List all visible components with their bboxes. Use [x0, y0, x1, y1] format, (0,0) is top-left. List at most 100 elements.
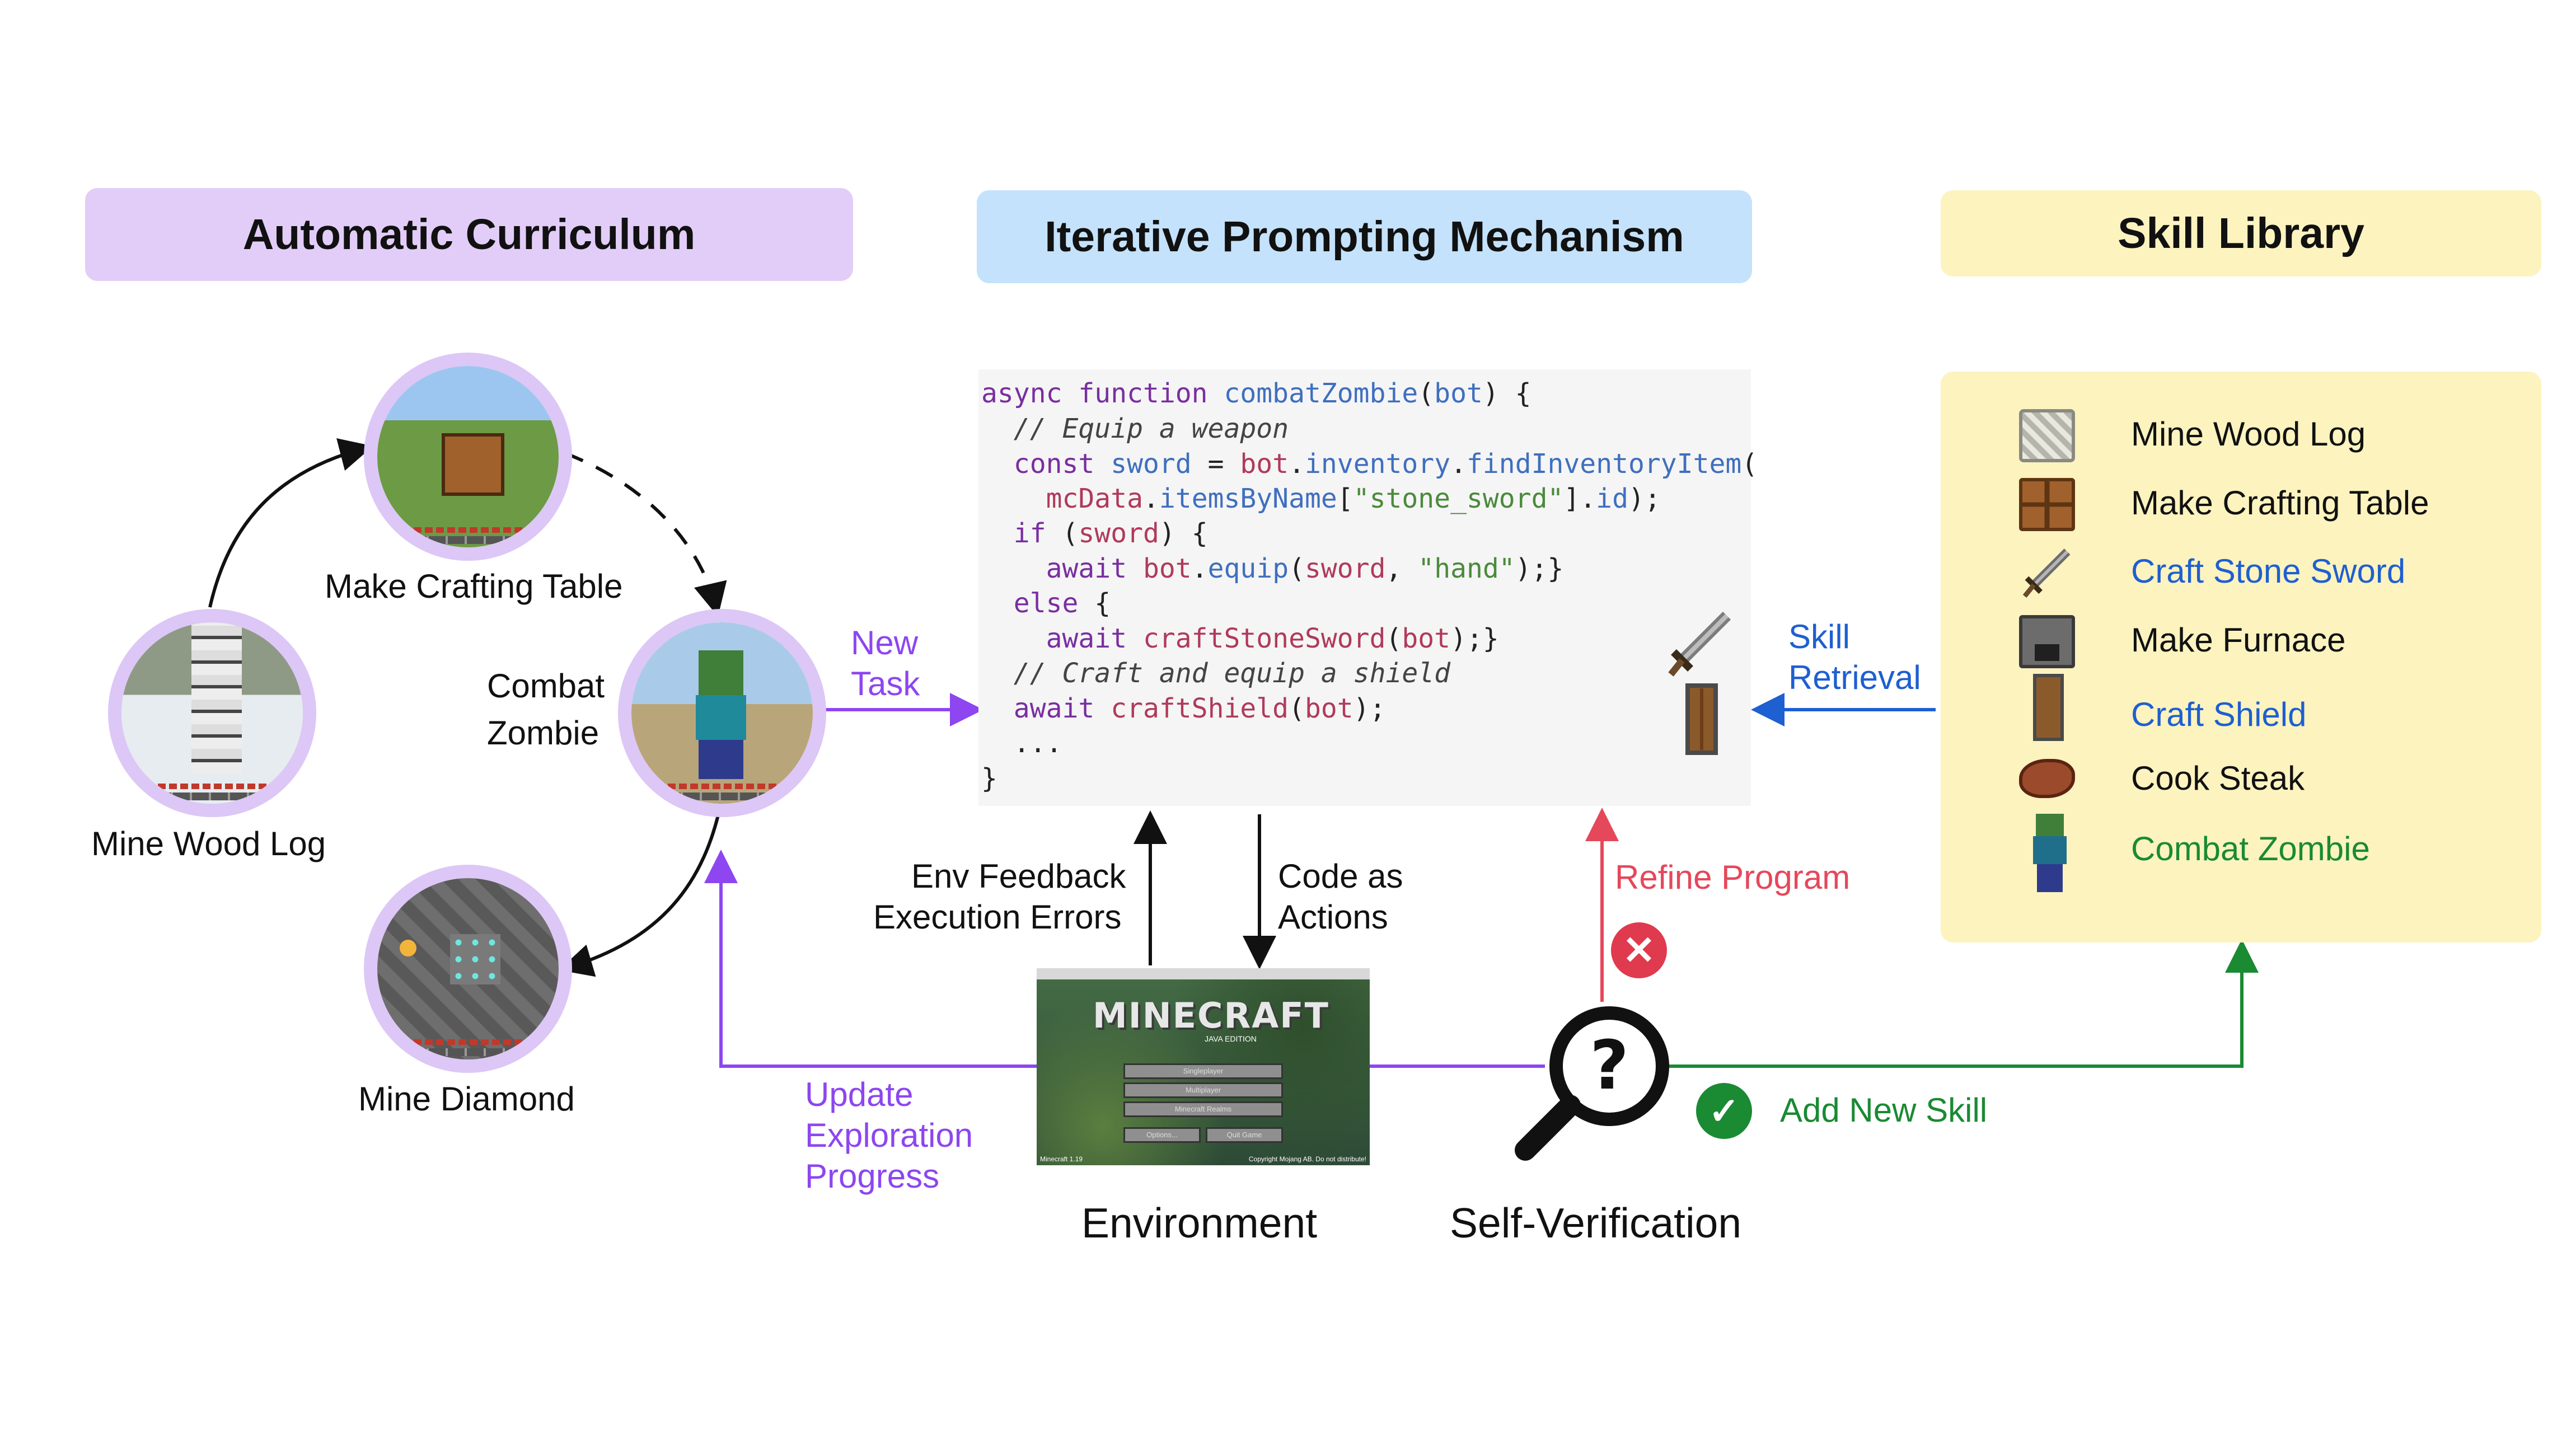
header-skill-library-text: Skill Library — [2118, 209, 2364, 257]
code-token: { — [1094, 588, 1111, 619]
skill-label: Make Furnace — [2131, 621, 2346, 659]
node-mine-diamond — [364, 865, 572, 1073]
code-token: . — [1289, 448, 1305, 480]
quit-button[interactable]: Quit Game — [1206, 1127, 1283, 1143]
skill-label: Craft Stone Sword — [2131, 552, 2406, 590]
code-token: itemsByName — [1159, 483, 1337, 514]
label-update-1: Update — [805, 1076, 914, 1113]
code-line: } — [981, 761, 997, 797]
code-token: . — [1142, 483, 1159, 514]
skill-label: Combat Zombie — [2131, 830, 2370, 867]
label-add-new-skill: Add New Skill — [1780, 1091, 1988, 1129]
label-skill-retrieval-1: Skill — [1788, 618, 1851, 655]
code-token: await — [981, 623, 1143, 654]
skill-label: Cook Steak — [2131, 759, 2305, 797]
stone-sword-icon — [2022, 548, 2071, 598]
code-token: } — [981, 763, 997, 794]
label-new-task-1: New — [851, 624, 919, 662]
version-label: Minecraft 1.19 — [1040, 1155, 1083, 1163]
skill-label: Craft Shield — [2131, 696, 2307, 733]
skill-label: Make Crafting Table — [2131, 484, 2429, 522]
window-titlebar — [1037, 968, 1370, 979]
code-token: await — [981, 553, 1143, 584]
arrow-wood-to-table — [208, 438, 373, 608]
multiplayer-button[interactable]: Multiplayer — [1123, 1082, 1283, 1098]
code-line: const sword = bot.inventory.findInventor… — [981, 447, 1758, 482]
label-make-crafting-table: Make Crafting Table — [325, 568, 623, 605]
furnace-icon — [2019, 615, 2075, 668]
code-token: [ — [1337, 483, 1353, 514]
code-token: equip — [1207, 553, 1289, 584]
code-line: async function combatZombie(bot) { — [981, 376, 1531, 412]
code-token: async — [981, 378, 1079, 409]
node-combat-zombie — [618, 609, 826, 817]
realms-button[interactable]: Minecraft Realms — [1123, 1101, 1283, 1117]
skill-item-craft-shield: Craft Shield — [1941, 668, 2541, 752]
skill-item-make-furnace: Make Furnace — [1941, 609, 2541, 671]
code-token: ); — [1628, 483, 1661, 514]
code-token: ) { — [1159, 518, 1208, 549]
code-line: // Equip a weapon — [981, 411, 1289, 447]
label-env-feedback-2: Execution Errors — [873, 898, 1122, 936]
code-token: "hand" — [1418, 553, 1515, 584]
header-automatic-curriculum: Automatic Curriculum — [85, 188, 853, 281]
options-button[interactable]: Options... — [1123, 1127, 1201, 1143]
shield-icon — [1685, 683, 1718, 755]
code-token: function — [1078, 378, 1224, 409]
error-x-icon: ✕ — [1611, 922, 1667, 978]
code-token: . — [1191, 553, 1208, 584]
mine-diamond-scene — [377, 878, 559, 1059]
code-line: ... — [981, 726, 1062, 762]
code-token: , — [1385, 553, 1418, 584]
crafting-table-icon — [2019, 478, 2075, 531]
code-token: craftStoneSword — [1142, 623, 1386, 654]
skill-label: Mine Wood Log — [2131, 415, 2366, 453]
code-token: = — [1191, 448, 1240, 480]
label-skill-retrieval-2: Retrieval — [1788, 659, 1921, 696]
code-token: else — [981, 588, 1095, 619]
code-line: if (sword) { — [981, 516, 1208, 552]
minecraft-logo: MINECRAFT — [1093, 995, 1329, 1036]
code-token: craftShield — [1111, 693, 1289, 724]
shield-icon — [2033, 674, 2064, 741]
header-skill-library: Skill Library — [1941, 190, 2541, 276]
code-line: await craftStoneSword(bot);} — [981, 621, 1499, 657]
code-token: );} — [1450, 623, 1499, 654]
code-token: );} — [1515, 553, 1564, 584]
code-token: ( — [1418, 378, 1435, 409]
code-line: await craftShield(bot); — [981, 691, 1386, 727]
code-token: bot — [1402, 623, 1451, 654]
code-token: // Equip a weapon — [981, 413, 1289, 444]
code-panel: async function combatZombie(bot) { // Eq… — [978, 369, 1758, 806]
code-line: else { — [981, 586, 1111, 622]
code-token: bot — [1434, 378, 1483, 409]
code-line: mcData.itemsByName["stone_sword"].id); — [981, 481, 1661, 517]
code-token: ... — [981, 728, 1062, 759]
header-automatic-curriculum-text: Automatic Curriculum — [242, 210, 696, 259]
label-refine-program: Refine Program — [1615, 859, 1851, 896]
copyright-label: Copyright Mojang AB. Do not distribute! — [1248, 1155, 1366, 1163]
singleplayer-button[interactable]: Singleplayer — [1123, 1063, 1283, 1079]
code-token: ( — [1385, 623, 1402, 654]
code-token: . — [1450, 448, 1467, 480]
code-token: sword — [1078, 518, 1159, 549]
arrow-update-progress — [704, 850, 1037, 1068]
code-token: "stone_sword" — [1353, 483, 1564, 514]
steak-icon — [2019, 759, 2075, 798]
skill-item-make-crafting-table: Make Crafting Table — [1941, 472, 2541, 534]
crafting-table-scene — [377, 366, 559, 547]
edition-label: JAVA EDITION — [1205, 1034, 1257, 1043]
code-token: mcData — [981, 483, 1143, 514]
wood-log-icon — [2019, 409, 2075, 462]
label-combat-zombie-1: Combat — [487, 667, 605, 705]
label-code-as-actions-1: Code as — [1278, 857, 1403, 895]
label-env-feedback-1: Env Feedback — [911, 857, 1126, 895]
wood-log-scene — [121, 622, 303, 804]
skill-item-combat-zombie: Combat Zombie — [1941, 814, 2541, 903]
code-token: await — [981, 693, 1111, 724]
code-token: ) { — [1482, 378, 1531, 409]
label-code-as-actions-2: Actions — [1278, 898, 1388, 936]
label-environment: Environment — [1081, 1199, 1318, 1246]
minecraft-environment-window: MINECRAFT JAVA EDITION Singleplayer Mult… — [1037, 968, 1370, 1165]
